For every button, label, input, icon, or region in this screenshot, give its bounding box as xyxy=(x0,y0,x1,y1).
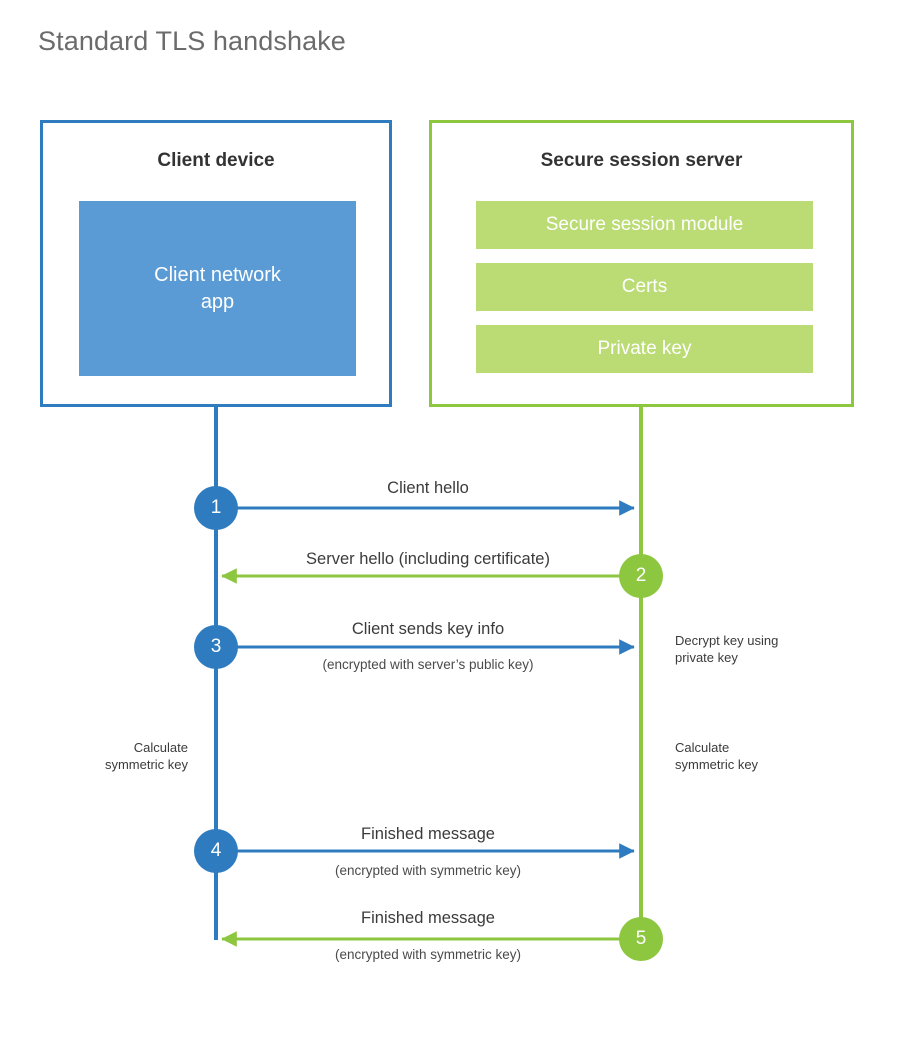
client-network-app-block: Client network app xyxy=(79,201,356,376)
step-marker-2[interactable]: 2 xyxy=(619,554,663,598)
note-calculate-symmetric-key-server: Calculate symmetric key xyxy=(675,740,759,773)
page-title: Standard TLS handshake xyxy=(38,26,346,56)
secure-session-server-box: Secure session server Secure session mod… xyxy=(429,120,854,407)
server-component-stack: Secure session module Certs Private key xyxy=(476,201,813,373)
client-device-title: Client device xyxy=(157,150,275,171)
step-3-label: Client sends key info xyxy=(351,620,505,638)
server-component-secure-session-module: Secure session module xyxy=(476,201,813,249)
step-marker-3[interactable]: 3 xyxy=(194,625,238,669)
client-network-app-label: Client network app xyxy=(154,264,281,313)
server-component-label: Private key xyxy=(597,338,692,359)
server-component-label: Secure session module xyxy=(545,214,744,235)
step-5-sublabel: (encrypted with symmetric key) xyxy=(334,947,522,962)
step-3-sublabel: (encrypted with server’s public key) xyxy=(322,657,534,672)
step-marker-4[interactable]: 4 xyxy=(194,829,238,873)
step-2-label: Server hello (including certificate) xyxy=(306,550,550,568)
secure-session-server-title: Secure session server xyxy=(540,150,743,171)
server-component-label: Certs xyxy=(621,276,668,297)
step-1-label: Client hello xyxy=(387,479,469,497)
note-calculate-symmetric-key-client: Calculate symmetric key xyxy=(104,740,188,773)
server-component-certs: Certs xyxy=(476,263,813,311)
step-marker-5[interactable]: 5 xyxy=(619,917,663,961)
step-4-sublabel: (encrypted with symmetric key) xyxy=(334,863,522,878)
client-device-box: Client device Client network app xyxy=(40,120,392,407)
note-decrypt-key: Decrypt key using private key xyxy=(675,633,779,666)
server-component-private-key: Private key xyxy=(476,325,813,373)
step-5-label: Finished message xyxy=(361,909,495,927)
step-4-label: Finished message xyxy=(361,825,495,843)
step-marker-1[interactable]: 1 xyxy=(194,486,238,530)
